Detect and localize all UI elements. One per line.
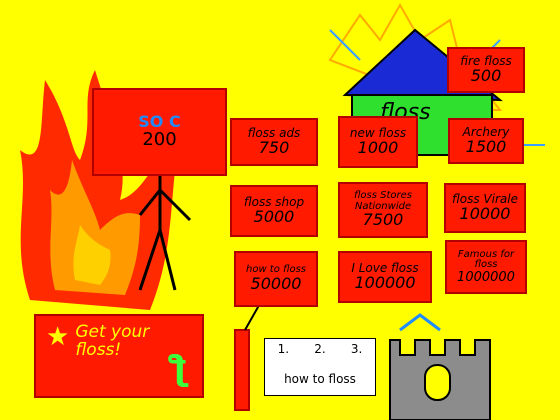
upgrade-cost: 7500 xyxy=(362,210,404,230)
upgrade-new-floss[interactable]: new floss 1000 xyxy=(338,116,418,168)
steps-row: 1. 2. 3. xyxy=(265,339,375,356)
how-to-floss-caption: how to floss xyxy=(284,372,356,386)
upgrade-label: new floss xyxy=(349,126,407,141)
upgrade-cost: 50000 xyxy=(250,273,302,293)
castle-decoration xyxy=(389,313,491,420)
hero-score-sign[interactable]: SO C 200 xyxy=(92,88,227,176)
upgrade-i-love-floss[interactable]: I Love floss 100000 xyxy=(338,251,432,303)
step-3: 3. xyxy=(350,342,363,356)
upgrade-label: floss Stores Nationwide xyxy=(353,190,413,212)
hero-logo-text: SO C xyxy=(138,112,181,132)
upgrade-label: I Love floss xyxy=(351,261,419,276)
upgrade-floss-stores-nationwide[interactable]: floss Stores Nationwide 7500 xyxy=(338,182,428,238)
floss-stick-decoration xyxy=(234,299,263,411)
fire-decoration xyxy=(20,70,175,310)
upgrade-floss-shop[interactable]: floss shop 5000 xyxy=(230,185,318,237)
upgrade-famous-for-floss[interactable]: Famous for floss 1000000 xyxy=(445,240,527,294)
get-your-floss-text: Get your floss! xyxy=(75,322,150,360)
upgrade-cost: 1000 xyxy=(357,137,399,157)
stick-figure xyxy=(138,175,192,291)
upgrade-label: floss Virale xyxy=(452,192,518,207)
star-icon: ★ xyxy=(46,322,70,352)
upgrade-label: how to floss xyxy=(245,264,307,276)
upgrade-cost: 5000 xyxy=(253,206,295,226)
upgrade-cost: 1000000 xyxy=(457,269,515,285)
upgrade-label: Archery xyxy=(462,125,510,140)
upgrade-cost: 10000 xyxy=(459,203,511,223)
get-your-floss-button[interactable]: ★ Get your floss! ƪ xyxy=(34,314,204,398)
fire-floss-label: fire floss xyxy=(460,54,512,69)
upgrade-cost: 1500 xyxy=(465,136,507,156)
upgrade-cost: 750 xyxy=(258,137,290,157)
fire-floss-button[interactable]: fire floss 500 xyxy=(447,47,525,93)
upgrade-label: floss ads xyxy=(247,126,301,141)
fire-floss-cost: 500 xyxy=(470,65,502,85)
floss-pick-icon: ƪ xyxy=(169,349,188,390)
upgrade-cost: 100000 xyxy=(354,272,416,292)
upgrade-floss-ads[interactable]: floss ads 750 xyxy=(230,118,318,166)
upgrade-archery[interactable]: Archery 1500 xyxy=(448,118,524,164)
upgrade-floss-virale[interactable]: floss Virale 10000 xyxy=(444,183,526,233)
step-2: 2. xyxy=(314,342,326,356)
score-value: 200 xyxy=(142,128,177,150)
how-to-floss-card[interactable]: 1. 2. 3. how to floss xyxy=(264,338,376,396)
upgrade-how-to-floss[interactable]: how to floss 50000 xyxy=(234,251,318,307)
upgrade-label: Famous for floss xyxy=(457,248,515,271)
upgrade-label: floss shop xyxy=(243,195,305,210)
step-1: 1. xyxy=(277,342,290,356)
